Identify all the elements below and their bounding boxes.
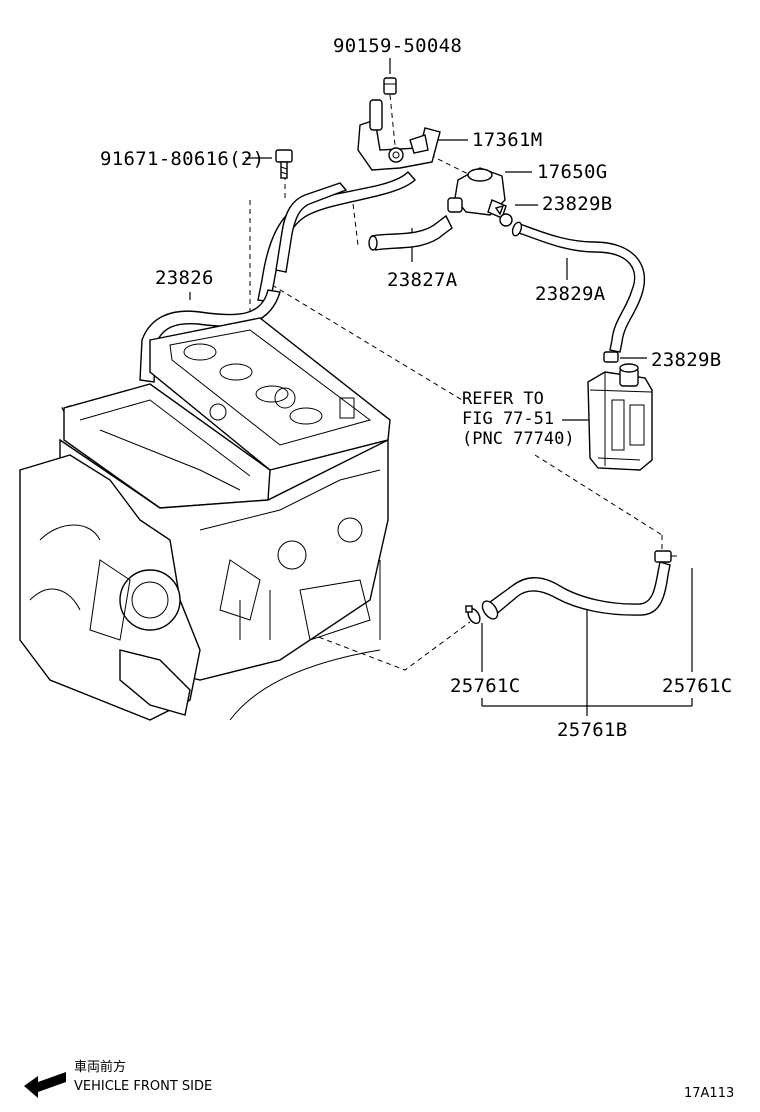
vehicle-front-arrow-icon xyxy=(24,1072,66,1098)
refer-note-line2: FIG 77-51 xyxy=(462,409,554,429)
clip-23829b-mid xyxy=(603,351,619,363)
figure-code: 17A113 xyxy=(684,1086,734,1101)
label-91671-80616: 91671-80616(2) xyxy=(100,148,264,170)
refer-note-line1: REFER TO xyxy=(462,389,544,409)
label-23827a: 23827A xyxy=(387,269,458,291)
clip-25761c-right xyxy=(654,550,677,563)
clip-23829b-top xyxy=(494,204,513,227)
bracket-17361m xyxy=(357,99,441,171)
label-25761b: 25761B xyxy=(557,719,627,741)
bolt-91671 xyxy=(275,149,293,179)
engine-illustration xyxy=(19,317,391,721)
label-25761c-left: 25761C xyxy=(450,675,520,697)
hose-23829a xyxy=(511,221,646,353)
front-direction-english: VEHICLE FRONT SIDE xyxy=(74,1079,212,1094)
clip-25761c-left xyxy=(465,605,481,625)
front-direction-japanese: 車両前方 xyxy=(74,1059,126,1075)
label-23829b-top: 23829B xyxy=(542,193,612,215)
vsv-17650g xyxy=(447,167,507,219)
label-17361m: 17361M xyxy=(472,129,542,151)
label-23829b-mid: 23829B xyxy=(651,349,721,371)
label-23829a: 23829A xyxy=(535,283,606,305)
charcoal-canister xyxy=(587,363,653,471)
label-17650g: 17650G xyxy=(537,161,607,183)
hose-23827a xyxy=(368,214,453,251)
label-25761c-right: 25761C xyxy=(662,675,732,697)
bolt-90159 xyxy=(383,77,397,95)
label-90159-50048: 90159-50048 xyxy=(333,35,462,57)
label-23826: 23826 xyxy=(155,267,214,289)
refer-note-line3: (PNC 77740) xyxy=(462,429,575,449)
hose-25761b xyxy=(481,561,671,620)
